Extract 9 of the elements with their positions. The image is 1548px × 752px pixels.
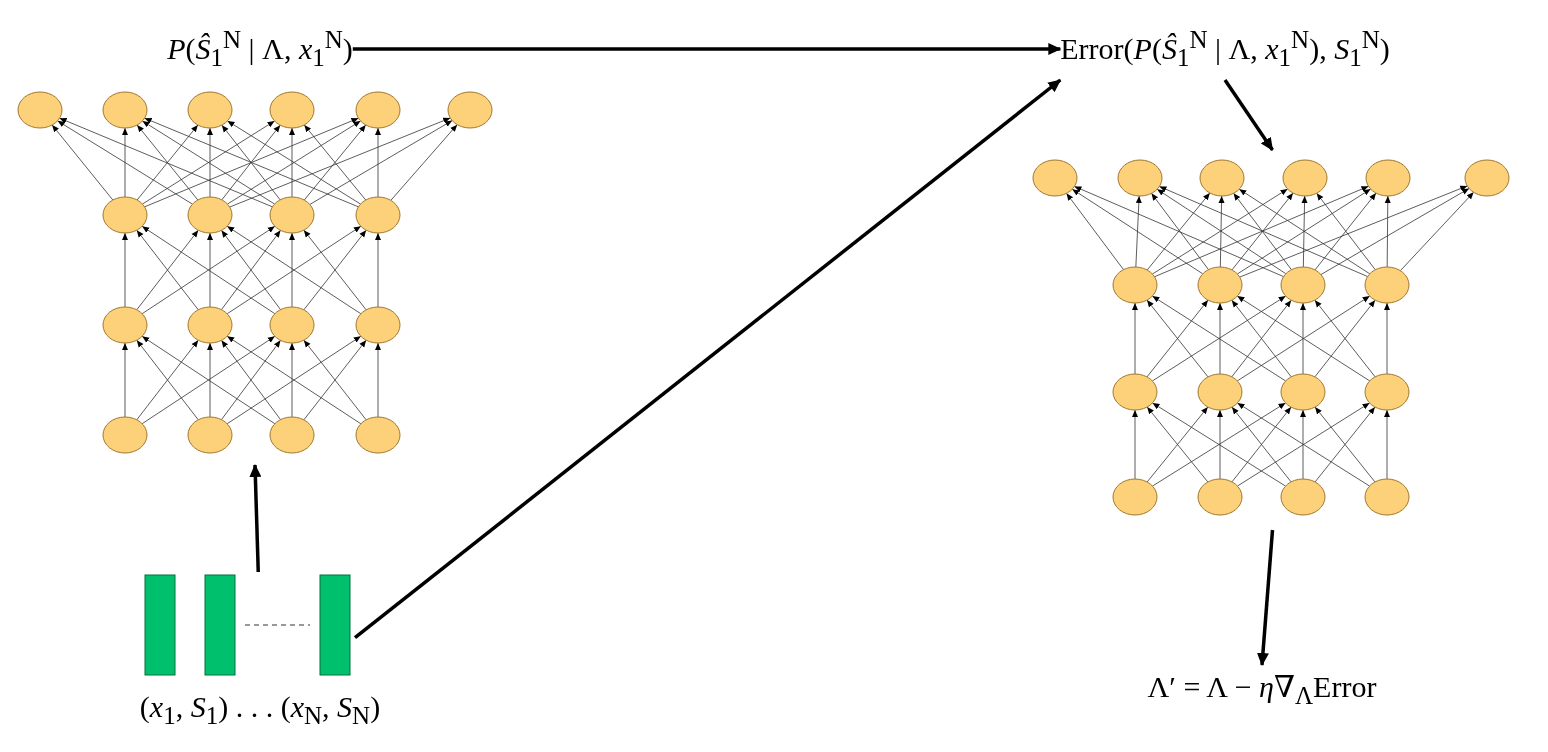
formula-text: P(Ŝ$_{1}$$^{N}$ | Λ, x$_{1}$$^{N}$) <box>167 18 353 80</box>
arrow <box>352 43 1062 55</box>
arrow <box>353 78 1062 640</box>
formula-text: (x$_{1}$, S$_{1}$) . . . (x$_{N}$, S$_{N}$) <box>138 690 382 730</box>
arrow <box>249 464 262 573</box>
arrow <box>1223 79 1274 151</box>
formula-text: Λ′ = Λ − η∇$_{Λ}$Error <box>1147 665 1377 718</box>
arrow <box>1256 529 1275 666</box>
formula-text: Error(P(Ŝ$_{1}$$^{N}$ | Λ, x$_{1}$$^{N}$), S$_{1}$$^{N}$) <box>1060 18 1390 80</box>
